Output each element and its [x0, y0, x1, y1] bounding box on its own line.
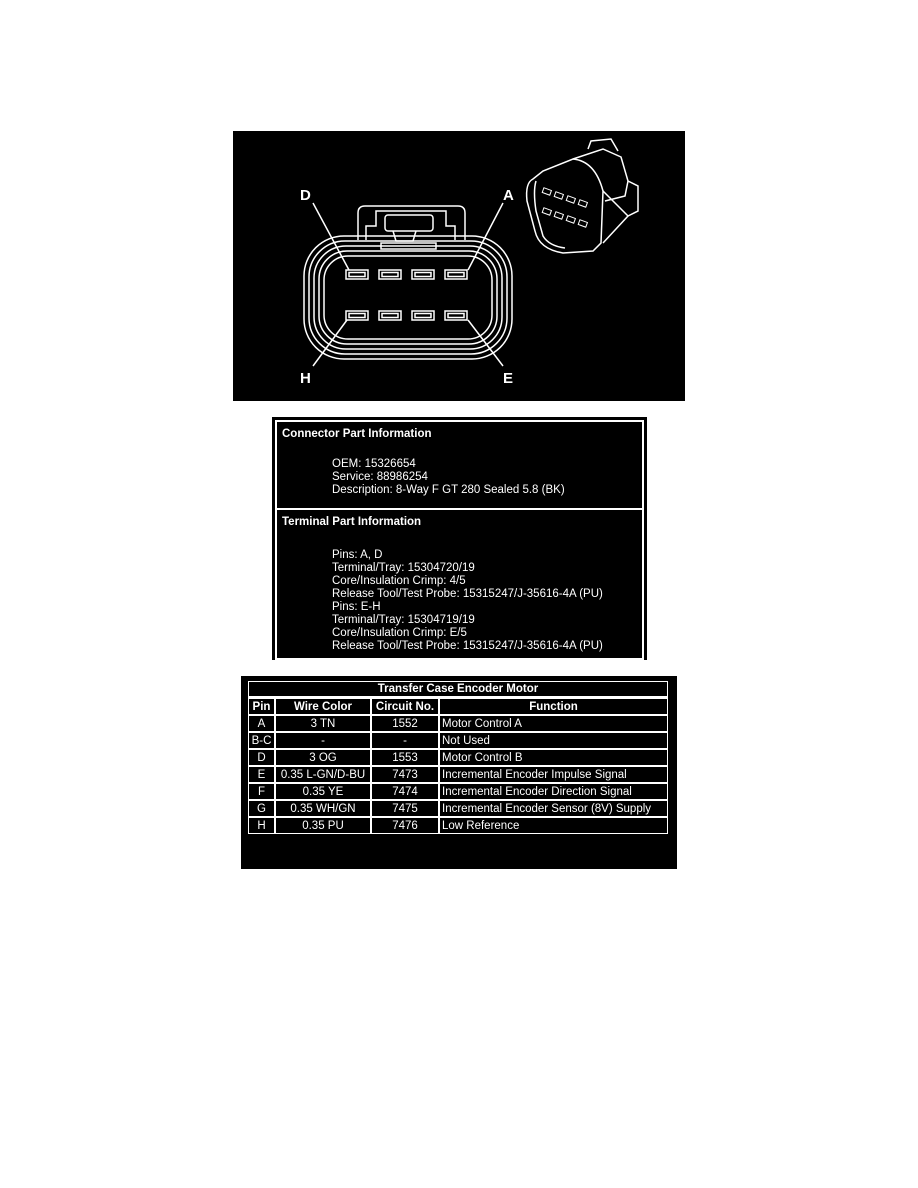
table-row: E 0.35 L-GN/D-BU 7473 Incremental Encode…: [248, 766, 668, 783]
pinout-table-container: Transfer Case Encoder Motor Pin Wire Col…: [241, 676, 677, 869]
terminal-info-line: Terminal/Tray: 15304719/19: [332, 614, 475, 626]
pin-label-h: H: [300, 370, 311, 387]
table-row: F 0.35 YE 7474 Incremental Encoder Direc…: [248, 783, 668, 800]
cell-pin: D: [248, 749, 275, 766]
terminal-part-info-title: Terminal Part Information: [282, 516, 422, 528]
cell-circuit: 7475: [371, 800, 439, 817]
pin-label-a: A: [503, 187, 514, 204]
terminal-info-line: Release Tool/Test Probe: 15315247/J-3561…: [332, 640, 603, 652]
terminal-info-line: Terminal/Tray: 15304720/19: [332, 562, 475, 574]
table-title: Transfer Case Encoder Motor: [248, 681, 668, 698]
cell-function: Motor Control A: [439, 715, 668, 732]
table-row: D 3 OG 1553 Motor Control B: [248, 749, 668, 766]
connector-face-diagram: D A H E: [233, 131, 685, 401]
header-function: Function: [439, 698, 668, 715]
header-pin: Pin: [248, 698, 275, 715]
terminal-part-info: Terminal Part Information Pins: A, D Ter…: [277, 510, 642, 653]
cell-circuit: 1553: [371, 749, 439, 766]
terminal-info-line: Core/Insulation Crimp: E/5: [332, 627, 467, 639]
table-row: A 3 TN 1552 Motor Control A: [248, 715, 668, 732]
header-wire-color: Wire Color: [275, 698, 371, 715]
table-row: B-C - - Not Used: [248, 732, 668, 749]
terminal-info-line: Pins: E-H: [332, 601, 381, 613]
cell-wire-color: 0.35 YE: [275, 783, 371, 800]
cell-function: Incremental Encoder Sensor (8V) Supply: [439, 800, 668, 817]
cell-function: Not Used: [439, 732, 668, 749]
cell-circuit: -: [371, 732, 439, 749]
oem-number: OEM: 15326654: [332, 458, 416, 470]
cell-wire-color: 0.35 WH/GN: [275, 800, 371, 817]
connector-part-info-title: Connector Part Information: [282, 428, 432, 440]
cell-circuit: 7473: [371, 766, 439, 783]
cell-wire-color: -: [275, 732, 371, 749]
cell-wire-color: 3 OG: [275, 749, 371, 766]
cell-function: Incremental Encoder Direction Signal: [439, 783, 668, 800]
cell-pin: G: [248, 800, 275, 817]
cell-pin: F: [248, 783, 275, 800]
cell-circuit: 1552: [371, 715, 439, 732]
cell-wire-color: 3 TN: [275, 715, 371, 732]
cell-pin: B-C: [248, 732, 275, 749]
connector-illustration: D A H E: [300, 138, 639, 387]
table-header-row: Pin Wire Color Circuit No. Function: [248, 698, 668, 715]
header-circuit-no: Circuit No.: [371, 698, 439, 715]
terminal-info-line: Pins: A, D: [332, 549, 383, 561]
service-number: Service: 88986254: [332, 471, 428, 483]
pinout-table: Transfer Case Encoder Motor Pin Wire Col…: [248, 681, 668, 834]
cell-pin: A: [248, 715, 275, 732]
cell-function: Incremental Encoder Impulse Signal: [439, 766, 668, 783]
cell-circuit: 7474: [371, 783, 439, 800]
terminal-info-line: Release Tool/Test Probe: 15315247/J-3561…: [332, 588, 603, 600]
cell-wire-color: 0.35 PU: [275, 817, 371, 834]
cell-function: Low Reference: [439, 817, 668, 834]
table-row: H 0.35 PU 7476 Low Reference: [248, 817, 668, 834]
cell-pin: E: [248, 766, 275, 783]
pin-label-d: D: [300, 187, 311, 204]
pin-label-e: E: [503, 370, 513, 387]
cell-pin: H: [248, 817, 275, 834]
connector-part-info: Connector Part Information OEM: 15326654…: [277, 422, 642, 510]
table-row: G 0.35 WH/GN 7475 Incremental Encoder Se…: [248, 800, 668, 817]
part-information-box: Connector Part Information OEM: 15326654…: [272, 417, 647, 660]
cell-function: Motor Control B: [439, 749, 668, 766]
terminal-info-line: Core/Insulation Crimp: 4/5: [332, 575, 466, 587]
connector-description: Description: 8-Way F GT 280 Sealed 5.8 (…: [332, 484, 565, 496]
cell-wire-color: 0.35 L-GN/D-BU: [275, 766, 371, 783]
cell-circuit: 7476: [371, 817, 439, 834]
